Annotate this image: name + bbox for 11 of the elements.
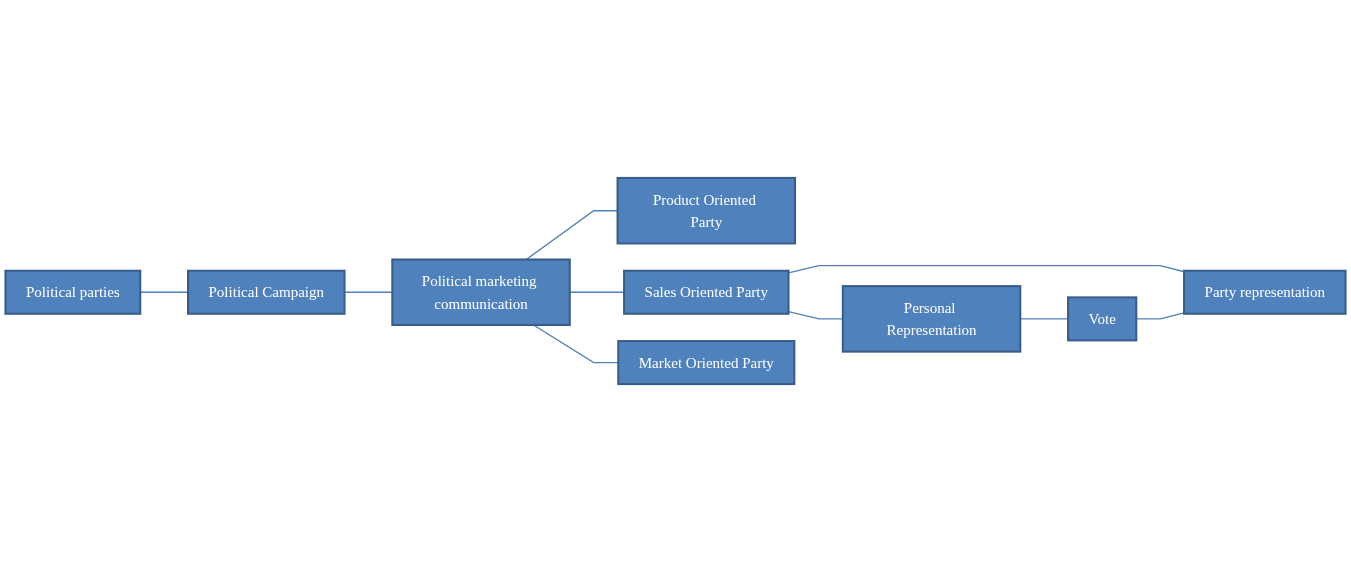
node-box: Political parties [4,269,142,315]
node-box: Product Oriented Party [616,176,797,245]
node-box: Market Oriented Party [617,340,796,386]
node-box: Party representation [1183,269,1347,315]
connector [569,291,625,293]
node-box: Vote [1067,296,1138,342]
node-box: Political marketing communication [391,258,571,327]
node-box: Sales Oriented Party [623,269,790,315]
connector [787,264,1185,274]
node-box: Political Campaign [187,269,346,315]
node-box: Personal Representation [841,285,1022,353]
